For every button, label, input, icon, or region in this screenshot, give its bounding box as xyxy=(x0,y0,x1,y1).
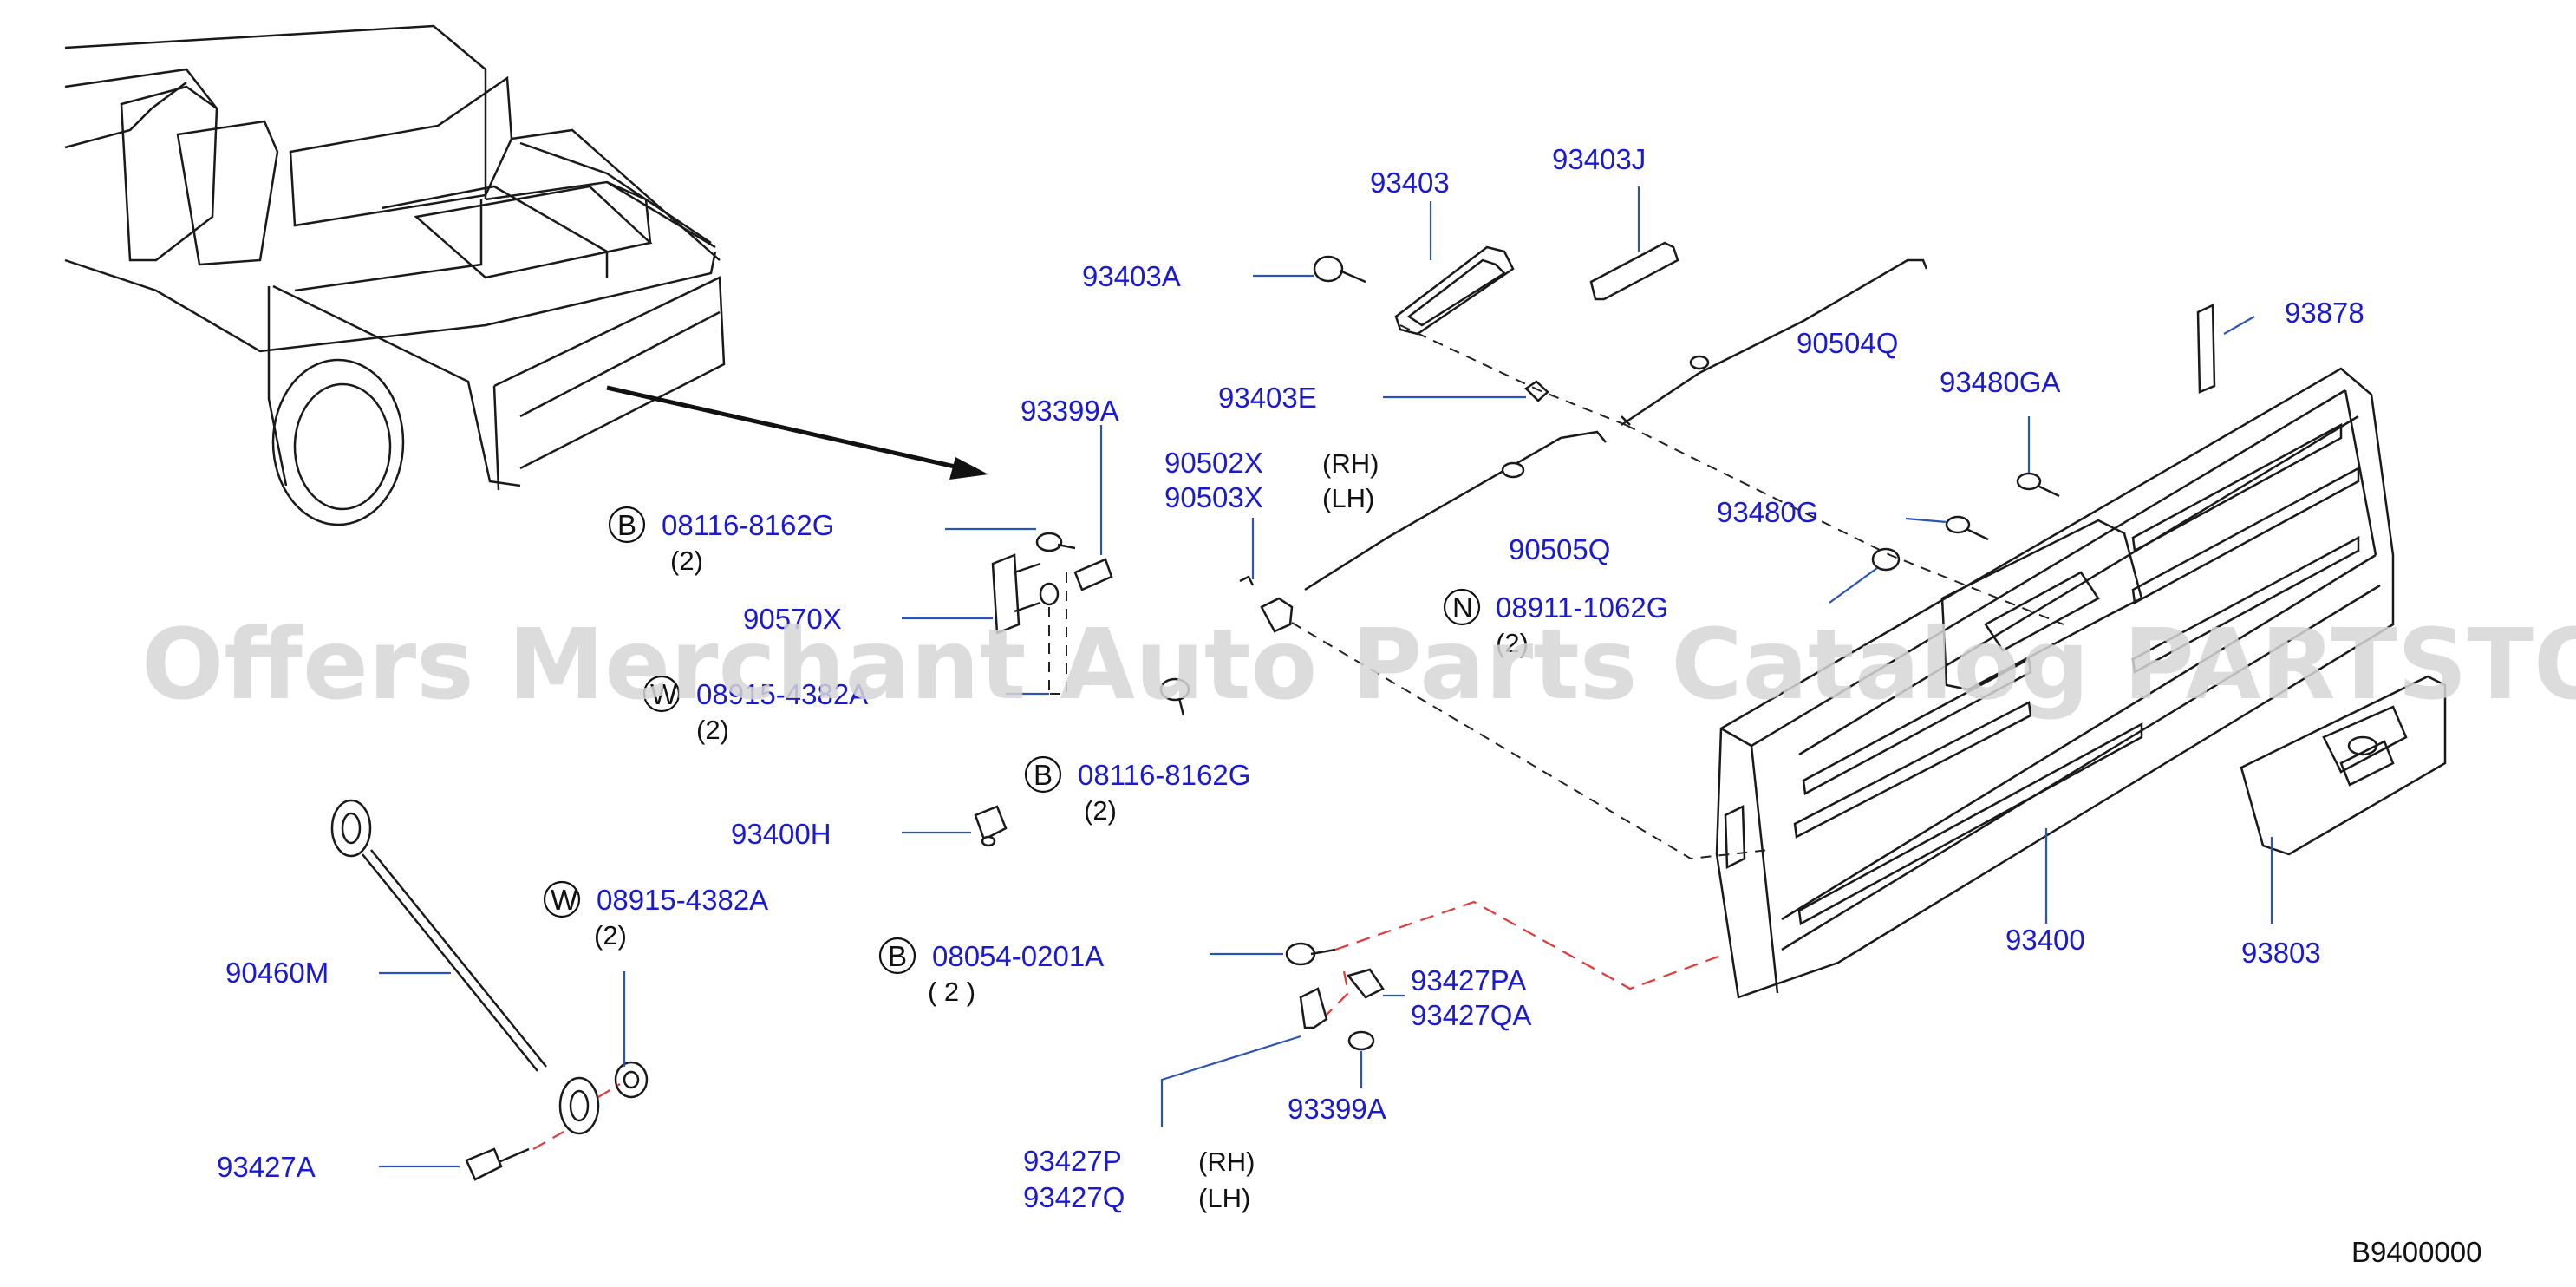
striker-93399A-bottom xyxy=(1347,1030,1375,1051)
label-93803: 93803 xyxy=(2241,937,2321,969)
handle-bezel-93403 xyxy=(1394,245,1515,336)
hinge-93427P xyxy=(1299,987,1328,1029)
location-arrow xyxy=(606,385,988,480)
emblem-93878 xyxy=(2196,304,2216,394)
hinge-93427PA xyxy=(1346,968,1385,999)
code-circle-b3 xyxy=(878,937,916,975)
link-90502X xyxy=(1239,575,1294,633)
label-93403: 93403 xyxy=(1370,167,1450,199)
label-08915-4382A-lower: 08915-4382A xyxy=(597,884,768,916)
label-93480G: 93480G xyxy=(1717,496,1818,528)
label-rh-lower: (RH) xyxy=(1198,1147,1255,1177)
watermark-text: Offers Merchant Auto Parts Catalog PARTS… xyxy=(141,609,2576,722)
callout-labels: 93403 93403J 93403A 90504Q 93878 93403E … xyxy=(217,143,2481,1268)
label-93400: 93400 xyxy=(2005,924,2085,956)
label-93399A-top: 93399A xyxy=(1021,395,1119,427)
qty-b2: (2) xyxy=(1084,795,1117,826)
code-circle-n xyxy=(1443,588,1481,626)
qty-w2: (2) xyxy=(594,920,627,951)
label-90503X: 90503X xyxy=(1164,481,1263,513)
label-93480GA: 93480GA xyxy=(1940,366,2060,398)
code-letter-w2: W xyxy=(551,884,578,916)
label-90460M: 90460M xyxy=(225,957,329,989)
nut-08911-1062G xyxy=(1871,547,1901,572)
label-90570X: 90570X xyxy=(743,603,842,635)
truck-overview-illustration xyxy=(64,24,726,526)
striker-93399A xyxy=(1073,558,1113,591)
label-08915-4382A-upper: 08915-4382A xyxy=(696,678,868,710)
qty-n: (2) xyxy=(1496,628,1529,658)
code-letter-b3: B xyxy=(888,940,907,972)
label-93427P: 93427P xyxy=(1023,1145,1122,1177)
tailgate-finisher-93803 xyxy=(2240,675,2447,856)
label-90504Q: 90504Q xyxy=(1797,327,1898,359)
bolt-08116-8162G-lower xyxy=(1159,677,1190,716)
label-rh-upper: (RH) xyxy=(1322,448,1379,479)
diagram-code: B9400000 xyxy=(2351,1236,2481,1268)
label-93403J: 93403J xyxy=(1552,143,1646,175)
qty-w1: (2) xyxy=(696,715,729,745)
label-93399A-bottom: 93399A xyxy=(1288,1093,1386,1125)
rod-90504Q xyxy=(1621,258,1928,427)
label-90502X: 90502X xyxy=(1164,447,1263,479)
washer-08915-4382A-upper xyxy=(1039,582,1060,606)
label-lh-upper: (LH) xyxy=(1322,483,1374,513)
label-08054-0201A: 08054-0201A xyxy=(932,940,1104,972)
clip-93403A xyxy=(1313,255,1366,284)
code-letter-w1: W xyxy=(650,678,678,710)
qty-b1: (2) xyxy=(670,546,703,576)
bumper-93400H xyxy=(974,805,1008,847)
code-circle-b2 xyxy=(1024,755,1062,794)
assembly-lines xyxy=(532,324,2064,1150)
label-93427A: 93427A xyxy=(217,1151,316,1183)
label-93878: 93878 xyxy=(2285,297,2364,329)
label-93427Q: 93427Q xyxy=(1023,1181,1125,1213)
label-90505Q: 90505Q xyxy=(1509,533,1610,565)
code-letter-b2: B xyxy=(1034,759,1053,791)
code-letter-b1: B xyxy=(617,509,636,541)
label-lh-lower: (LH) xyxy=(1198,1183,1250,1213)
fastener-93480GA xyxy=(2016,472,2060,498)
bracket-90570X xyxy=(991,553,1041,635)
code-circle-w2 xyxy=(543,880,581,918)
label-93427QA: 93427QA xyxy=(1411,999,1531,1031)
bolt-08054-0201A xyxy=(1285,942,1336,966)
label-08116-8162G-lower: 08116-8162G xyxy=(1078,759,1250,791)
code-letter-n: N xyxy=(1452,591,1473,624)
label-93400H: 93400H xyxy=(731,818,831,850)
code-circle-w1 xyxy=(642,675,681,713)
rod-90505Q xyxy=(1304,430,1607,591)
bolt-08116-8162G xyxy=(1035,532,1076,552)
clip-93403E xyxy=(1524,380,1549,402)
fastener-93480G xyxy=(1945,515,1989,541)
label-93403A: 93403A xyxy=(1082,260,1181,292)
tailgate-panel-93400 xyxy=(1715,367,2395,999)
handle-cover-93403J xyxy=(1589,241,1679,301)
label-08911-1062G: 08911-1062G xyxy=(1496,591,1668,624)
code-circle-b1 xyxy=(608,506,646,544)
label-93403E: 93403E xyxy=(1218,382,1317,414)
leader-lines xyxy=(379,186,2273,1168)
washer-08915-4382A-lower xyxy=(614,1061,649,1099)
qty-b3: ( 2 ) xyxy=(928,977,975,1007)
bolt-93427A xyxy=(465,1147,530,1181)
cable-90460M xyxy=(330,799,600,1135)
label-93427PA: 93427PA xyxy=(1411,964,1526,996)
label-08116-8162G-upper: 08116-8162G xyxy=(662,509,834,541)
